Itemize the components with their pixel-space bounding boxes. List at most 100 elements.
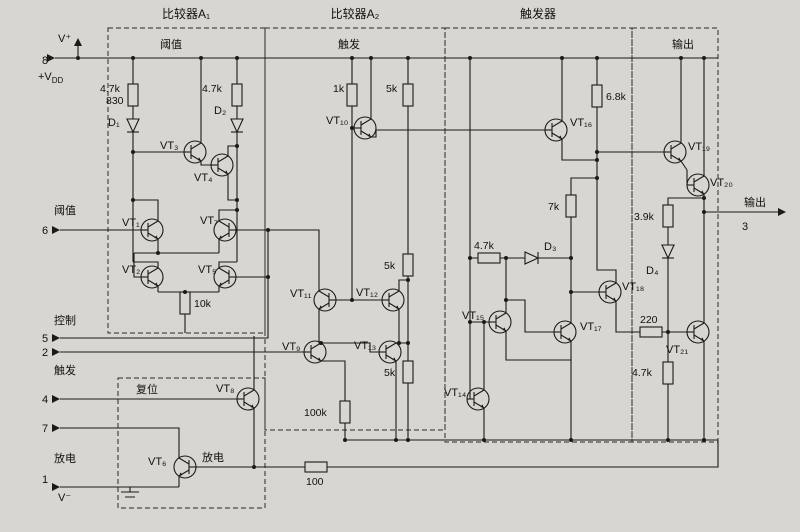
pin-arrows bbox=[47, 38, 786, 491]
transistor-vt21-symbol bbox=[686, 320, 710, 344]
transistor-vt12-label: VT₁₂ bbox=[356, 287, 378, 299]
transistor-vt2-symbol bbox=[140, 265, 164, 289]
resistor-5k-mid bbox=[402, 253, 414, 277]
transistor-vt16-symbol bbox=[544, 118, 568, 142]
resistor-3k9-label: 3.9k bbox=[634, 211, 655, 223]
pin1-arrow-icon bbox=[52, 483, 60, 491]
transistor-vt9-symbol bbox=[303, 340, 327, 364]
resistor-7k-label: 7k bbox=[548, 201, 560, 213]
transistor-vt4-symbol bbox=[210, 153, 234, 177]
pin7-arrow-icon bbox=[52, 424, 60, 432]
section-title-comparator-a1: 比较器A₁ bbox=[162, 6, 210, 21]
resistor-symbols bbox=[127, 83, 674, 473]
pin-3-label: 3 bbox=[742, 221, 748, 233]
transistor-vt18-label: VT₁₈ bbox=[622, 281, 644, 293]
resistor-4k7-a1-right bbox=[231, 83, 243, 107]
output-arrow-icon bbox=[778, 208, 786, 216]
resistor-1k-label: 1k bbox=[333, 83, 345, 95]
inner-threshold-label: 阈值 bbox=[160, 37, 182, 51]
diode-d2-label: D₂ bbox=[214, 105, 226, 117]
pin-2-label: 2 bbox=[42, 347, 48, 359]
resistor-100k bbox=[339, 400, 351, 424]
diode-d4-label: D₄ bbox=[646, 265, 659, 277]
transistor-vt15-symbol bbox=[488, 310, 512, 334]
transistor-vt17-label: VT₁₇ bbox=[580, 321, 602, 333]
resistor-4k7-a1-left bbox=[127, 83, 139, 107]
pin6-arrow-icon bbox=[52, 226, 60, 234]
resistor-4k7-a1-right-label: 4.7k bbox=[202, 83, 223, 95]
transistor-vt13-symbol bbox=[378, 340, 402, 364]
transistor-vt8-label: VT₈ bbox=[216, 383, 235, 395]
diode-d3-label: D₃ bbox=[544, 241, 556, 253]
transistor-vt9-label: VT₉ bbox=[282, 341, 300, 353]
transistor-vt18-symbol bbox=[598, 280, 622, 304]
pin-output-label: 输出 bbox=[744, 195, 766, 209]
resistor-1k bbox=[346, 83, 358, 107]
pin-8-label: 8 bbox=[42, 55, 48, 67]
transistor-vt2-label: VT₂ bbox=[122, 264, 140, 276]
transistor-vt5-symbol bbox=[213, 265, 237, 289]
resistor-3k9 bbox=[662, 204, 674, 228]
transistor-vt20-label: VT₂₀ bbox=[710, 177, 733, 189]
transistor-vt3-label: VT₃ bbox=[160, 140, 179, 152]
section-title-comparator-a2: 比较器A₂ bbox=[331, 6, 380, 21]
pin-4-label: 4 bbox=[42, 394, 48, 406]
resistor-4k7-ff-label: 4.7k bbox=[474, 240, 495, 252]
inner-discharge-label: 放电 bbox=[202, 450, 224, 464]
transistor-vt12-symbol bbox=[381, 288, 405, 312]
transistor-vt11-label: VT₁₁ bbox=[290, 288, 312, 300]
pin-control-label: 控制 bbox=[54, 313, 76, 327]
transistor-vt13-label: VT₁₃ bbox=[354, 340, 376, 352]
transistor-vt11-symbol bbox=[313, 288, 337, 312]
transistor-vt6-label: VT₆ bbox=[148, 456, 167, 468]
resistor-220 bbox=[639, 326, 663, 338]
transistor-vt8-symbol bbox=[236, 387, 260, 411]
wires bbox=[55, 46, 778, 498]
resistor-4k7-out-label: 4.7k bbox=[632, 367, 653, 379]
pin4-arrow-icon bbox=[52, 395, 60, 403]
transistor-vt10-label: VT₁₀ bbox=[326, 115, 348, 127]
transistor-vt7-label: VT₇ bbox=[200, 215, 218, 227]
resistor-6k8-label: 6.8k bbox=[606, 91, 627, 103]
pin5-arrow-icon bbox=[52, 334, 60, 342]
transistor-vt15-label: VT₁₅ bbox=[462, 310, 484, 322]
transistor-vt1-symbol bbox=[140, 218, 164, 242]
transistor-vt16-label: VT₁₆ bbox=[570, 117, 592, 129]
resistor-100k-label: 100k bbox=[304, 407, 328, 419]
comparator-a1-box bbox=[107, 27, 266, 334]
section-title-flipflop: 触发器 bbox=[520, 6, 556, 21]
junction-dots bbox=[76, 56, 706, 469]
resistor-10k-label: 10k bbox=[194, 298, 212, 310]
resistor-5k-low-label: 5k bbox=[384, 367, 396, 379]
resistor-830-label: 830 bbox=[106, 95, 124, 107]
resistor-5k-mid-label: 5k bbox=[384, 260, 396, 272]
resistor-7k bbox=[565, 194, 577, 218]
pin2-arrow-icon bbox=[52, 348, 60, 356]
transistor-symbols bbox=[140, 116, 710, 479]
diode-d2-symbol bbox=[230, 118, 244, 133]
section-title-output: 输出 bbox=[672, 37, 694, 51]
pin-discharge-label: 放电 bbox=[54, 451, 76, 465]
vplus-arrow-icon bbox=[74, 38, 82, 46]
output-box bbox=[631, 27, 719, 443]
transistor-vt6-symbol bbox=[173, 455, 197, 479]
transistor-vt14-label: VT₁₄ bbox=[444, 387, 467, 399]
resistor-6k8 bbox=[591, 84, 603, 108]
flipflop-box bbox=[444, 27, 633, 443]
transistor-vt3-symbol bbox=[183, 140, 207, 164]
reset-box-title: 复位 bbox=[136, 382, 158, 396]
diode-d3-symbol bbox=[524, 251, 539, 265]
transistor-vt20-symbol bbox=[686, 173, 710, 197]
pin8-arrow-icon bbox=[47, 54, 55, 62]
diode-d1-label: D₁ bbox=[108, 117, 120, 129]
pin-5-label: 5 bbox=[42, 333, 48, 345]
diode-d4-symbol bbox=[661, 244, 675, 259]
diode-d1-symbol bbox=[126, 118, 140, 133]
transistor-vt21-label: VT₂₁ bbox=[666, 344, 688, 356]
transistor-vt4-label: VT₄ bbox=[194, 172, 213, 184]
pin-threshold-label: 阈值 bbox=[54, 203, 76, 217]
pin-vdd-label: +VDD bbox=[38, 71, 64, 85]
pin-7-label: 7 bbox=[42, 423, 48, 435]
transistor-vt10-symbol bbox=[353, 116, 377, 140]
